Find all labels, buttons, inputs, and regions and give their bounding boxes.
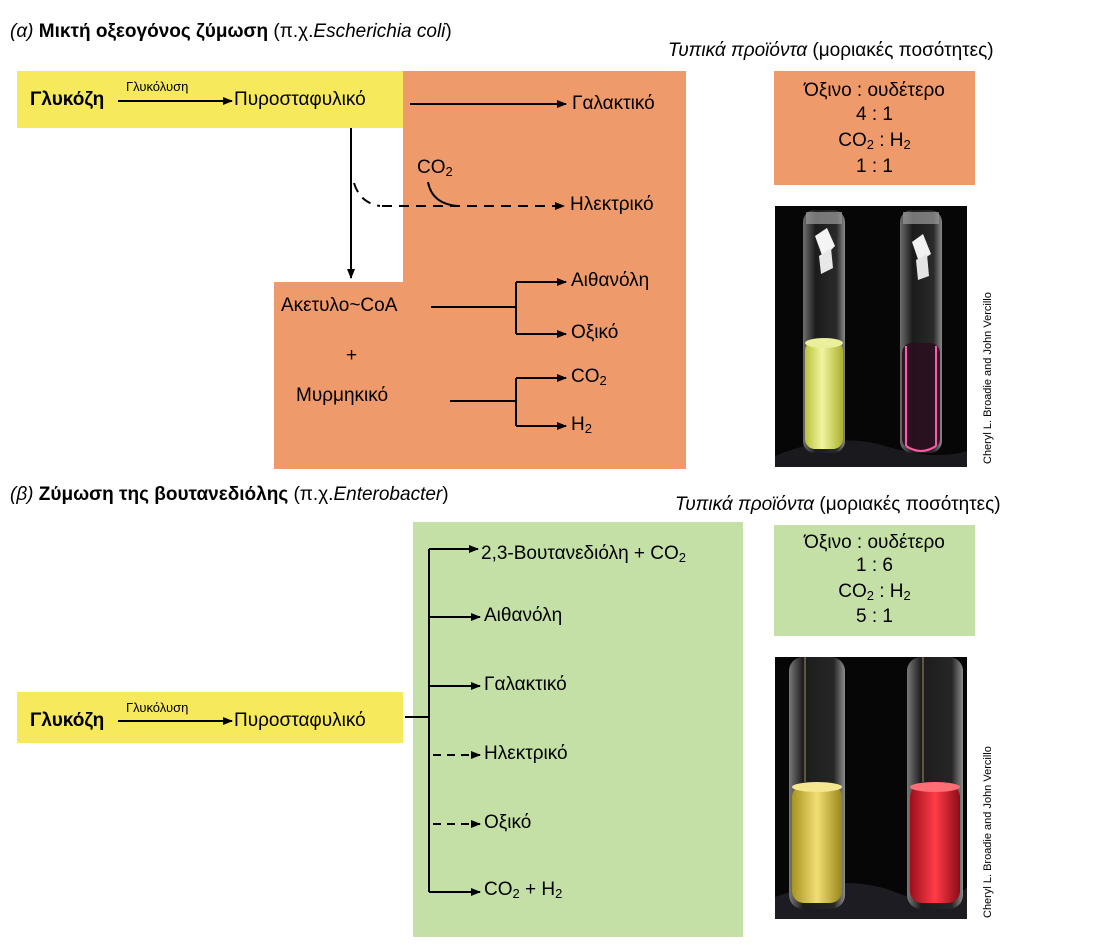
panel-a-glycolysis: Γλυκόλυση — [126, 79, 189, 94]
panel-b-photo-art — [775, 657, 967, 919]
panel-a-heading: (α) Μικτή οξεογόνος ζύμωση (π.χ.Escheric… — [10, 21, 452, 43]
panel-a-succinate: Ηλεκτρικό — [570, 194, 654, 215]
panel-b-ratio-label2: CO2 : H2 — [838, 581, 911, 603]
panel-a-out-co2: CO2 — [571, 366, 607, 388]
panel-a-example-species: Escherichia coli — [313, 21, 446, 42]
panel-b-lactate: Γαλακτικό — [484, 674, 567, 695]
panel-a-ethanol: Αιθανόλη — [571, 270, 650, 291]
panel-a-products-title: Τυπικά προϊόντα (μοριακές ποσότητες) — [668, 40, 994, 61]
panel-b-butanediol: 2,3-Βουτανεδιόλη + CO2 — [481, 543, 687, 565]
panel-a-glucose: Γλυκόζη — [30, 89, 105, 110]
panel-b-letter: (β) — [10, 484, 34, 505]
panel-b-photo-credit: Cheryl L. Broadie and John Vercillo — [982, 746, 994, 918]
panel-b-green-region — [413, 522, 743, 937]
panel-a-acetate: Οξικό — [571, 322, 619, 343]
panel-a-ratio-value2: 1 : 1 — [856, 156, 893, 177]
panel-a-photo-credit: Cheryl L. Broadie and John Vercillo — [982, 292, 994, 464]
panel-b-succinate: Ηλεκτρικό — [484, 743, 568, 764]
panel-a-ratio-label1: Όξινο : ουδέτερο — [804, 80, 945, 101]
panel-a-start-box — [17, 71, 403, 128]
panel-a-orange-top — [403, 71, 686, 291]
panel-b-example-prefix: (π.χ. — [293, 484, 334, 505]
panel-a-ratio-label2: CO2 : H2 — [838, 130, 911, 152]
panel-b-ratio-box: Όξινο : ουδέτερο 1 : 6 CO2 : H2 5 : 1 — [774, 525, 975, 636]
panel-a-acetyl-coa: Ακετυλο~CoA — [281, 295, 398, 316]
panel-a-out-h2: H2 — [571, 414, 592, 436]
panel-a-lactate: Γαλακτικό — [572, 93, 655, 114]
panel-a-plus: + — [346, 345, 358, 366]
panel-b-ratio-label1: Όξινο : ουδέτερο — [804, 532, 945, 553]
panel-a-example-suffix: ) — [445, 21, 452, 42]
panel-b-example-suffix: ) — [442, 484, 449, 505]
panel-b-pyruvate: Πυροσταφυλικό — [234, 710, 366, 731]
panel-a-pyruvate: Πυροσταφυλικό — [234, 89, 366, 110]
panel-b-ethanol: Αιθανόλη — [484, 605, 563, 626]
panel-b-acetate: Οξικό — [484, 812, 532, 833]
panel-b-products-title: Τυπικά προϊόντα (μοριακές ποσότητες) — [675, 494, 1001, 515]
a-succinate-branch — [353, 182, 381, 207]
panel-b-ratio-value2: 5 : 1 — [856, 606, 893, 627]
panel-a-ratio-box: Όξινο : ουδέτερο 4 : 1 CO2 : H2 1 : 1 — [774, 71, 975, 185]
panel-b-glucose: Γλυκόζη — [30, 710, 105, 731]
panel-b-heading: (β) Ζύμωση της βουτανεδιόλης (π.χ.Entero… — [10, 484, 449, 506]
panel-b-test-tubes-photo — [775, 657, 967, 919]
panel-a-ratio-value1: 4 : 1 — [856, 104, 893, 125]
panel-a-title: Μικτή οξεογόνος ζύμωση — [38, 21, 269, 42]
panel-a-co2: CO2 — [417, 157, 453, 179]
panel-a-example-prefix: (π.χ. — [273, 21, 314, 42]
panel-a-orange-bottom — [274, 282, 686, 469]
panel-b-glycolysis: Γλυκόλυση — [126, 700, 189, 715]
panel-a-formate: Μυρμηκικό — [296, 385, 389, 406]
panel-a-photo-art — [775, 206, 967, 467]
panel-b-example-species: Enterobacter — [333, 484, 443, 505]
panel-b-title: Ζύμωση της βουτανεδιόλης — [38, 484, 289, 505]
panel-a-test-tubes-photo — [775, 206, 967, 467]
panel-a-letter: (α) — [10, 21, 34, 42]
panel-b-co2-h2: CO2 + H2 — [484, 879, 563, 901]
panel-b-ratio-value1: 1 : 6 — [856, 555, 893, 576]
panel-b-start-box — [17, 692, 403, 743]
